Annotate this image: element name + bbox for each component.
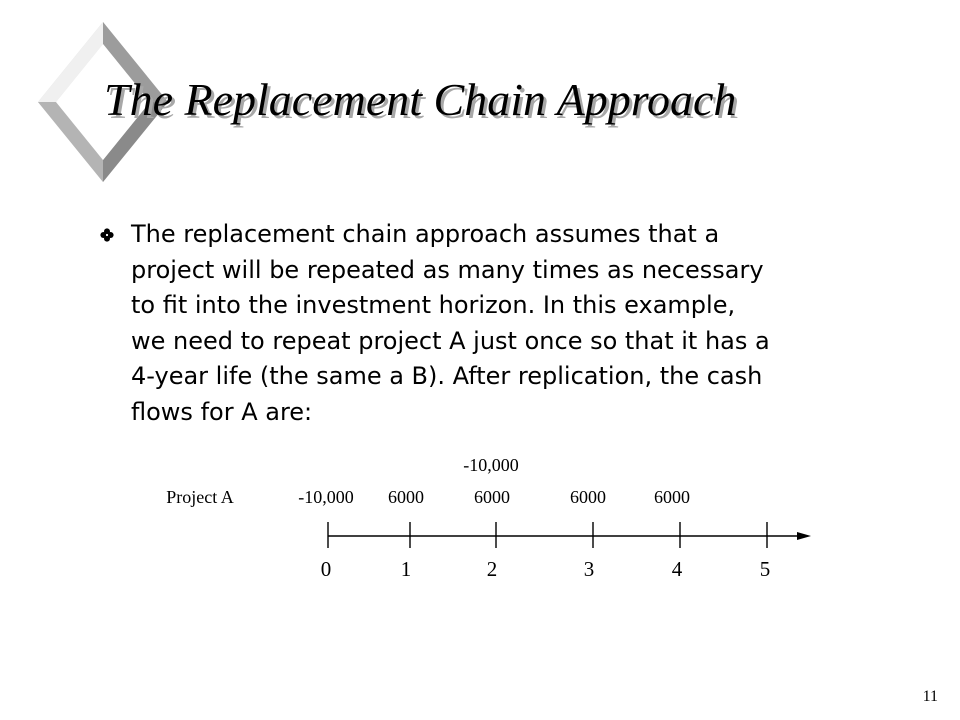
bullet-line: we need to repeat project A just once so… [131, 326, 770, 355]
clover-bullet-icon [100, 228, 114, 242]
cash-flow-label: 6000 [570, 487, 606, 507]
cash-flow-label: -10,000 [298, 487, 354, 507]
extra-cash-flow-label: -10,000 [463, 455, 519, 475]
bullet-line: 4-year life (the same a B). After replic… [131, 362, 763, 390]
page-number: 11 [922, 688, 938, 705]
cash-flow-label: 6000 [654, 487, 690, 507]
bullet-line: to fit into the investment horizon. In t… [131, 291, 736, 319]
period-label: 3 [584, 557, 595, 581]
period-label: 2 [487, 557, 498, 581]
diamond-logo-icon [38, 22, 168, 182]
cash-flow-label: 6000 [388, 487, 424, 507]
timeline-arrowhead [797, 532, 811, 540]
bullet-paragraph: The replacement chain approach assumes t… [131, 217, 891, 430]
bullet-line: flows for A are: [131, 397, 313, 426]
bullet-line: The replacement chain approach assumes t… [131, 220, 720, 248]
period-label: 4 [672, 557, 683, 581]
period-label: 1 [401, 557, 412, 581]
period-label: 5 [760, 557, 771, 581]
bullet-line: project will be repeated as many times a… [131, 255, 764, 284]
cash-flow-label: 6000 [474, 487, 510, 507]
project-a-label: Project A [166, 487, 234, 507]
period-label: 0 [321, 557, 332, 581]
slide-title: The Replacement Chain Approach [104, 74, 737, 125]
